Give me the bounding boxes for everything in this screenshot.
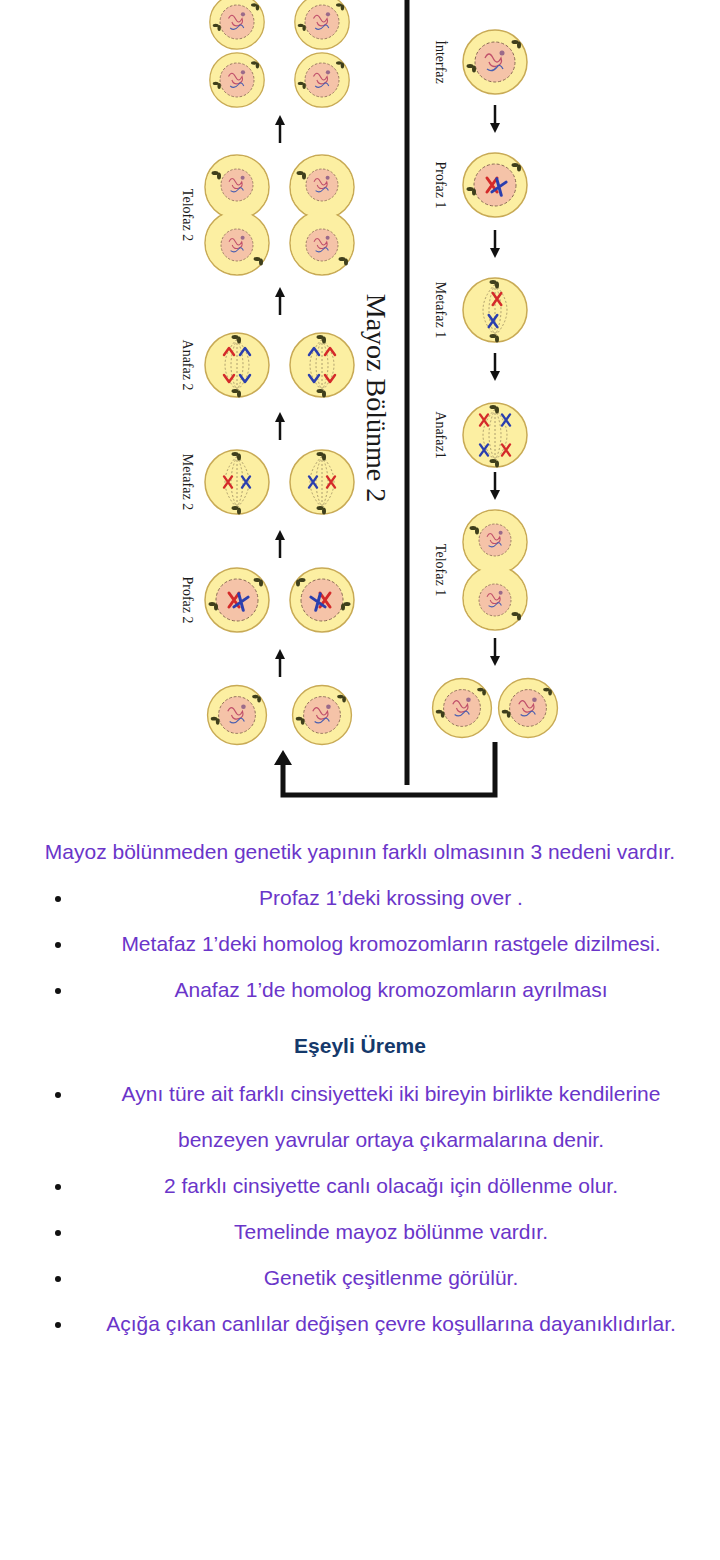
bullet-item: Aynı türe ait farklı cinsiyetteki iki bi… [74,1071,708,1163]
stage-label: Metafaz 1 [433,282,447,338]
stage-label: Profaz 1 [433,161,447,208]
bullet-item: Profaz 1’deki krossing over . [74,875,708,921]
bullet-item: Anafaz 1’de homolog kromozomların ayrılm… [74,967,708,1013]
bullet-item: Metafaz 1’deki homolog kromozomların ras… [74,921,708,967]
intro-text: Mayoz bölünmeden genetik yapının farklı … [0,829,720,875]
bullet-list: Profaz 1’deki krossing over .Metafaz 1’d… [0,875,720,1013]
meiosis-illustration [0,0,720,810]
bullet-list: Aynı türe ait farklı cinsiyetteki iki bi… [0,1071,720,1347]
stage-label: Telofaz 1 [433,544,447,596]
section-heading: Eşeyli Üreme [0,1023,720,1069]
bullet-item: Açığa çıkan canlılar değişen çevre koşul… [74,1301,708,1347]
stage-label: Anafaz 2 [180,340,194,391]
bullet-item: Temelinde mayoz bölünme vardır. [74,1209,708,1255]
stage-label: Anafaz1 [433,411,447,458]
stage-label: Telofaz 2 [180,189,194,241]
text-section: Mayoz bölünmeden genetik yapının farklı … [0,829,720,1347]
stage-label: İnterfaz [433,40,447,84]
stage-label: Profaz 2 [180,576,194,623]
section-title: Mayoz Bölünme 2 [362,294,390,502]
bullet-item: Genetik çeşitlenme görülür. [74,1255,708,1301]
bullet-item: 2 farklı cinsiyette canlı olacağı için d… [74,1163,708,1209]
stage-label: Metafaz 2 [180,454,194,510]
